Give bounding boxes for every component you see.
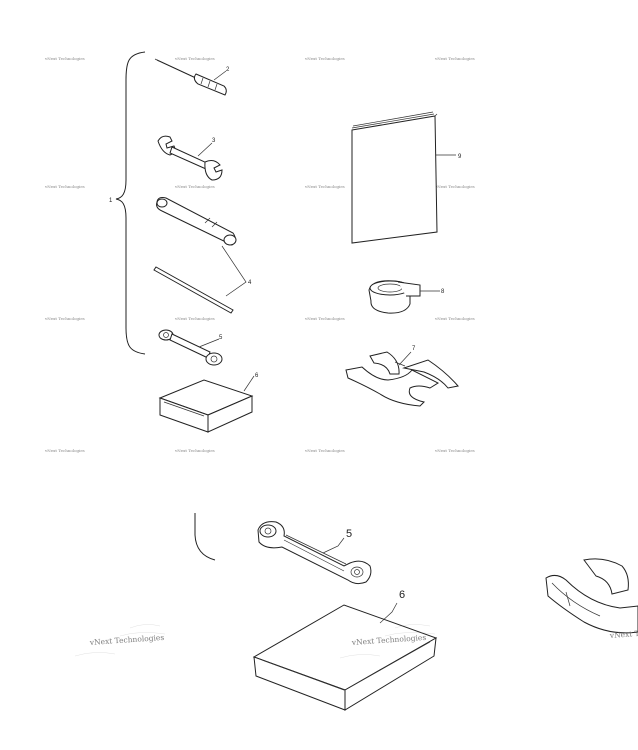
screwdriver [154,58,227,96]
watermark: vNext Technologies [434,316,475,321]
leader-5 [198,338,220,348]
group-brace [115,51,146,355]
callout-4: 4 [248,280,252,286]
watermark: vNext Technologies [434,56,475,61]
watermark: vNext Technologies [304,184,345,189]
zoom-leader-5 [322,537,345,554]
watermark-row-1: vNext Technologies vNext Technologies vN… [44,56,475,61]
watermark-row-4: vNext Technologies vNext Technologies vN… [44,448,475,453]
callout-9: 9 [458,154,462,160]
leader-3 [197,142,213,157]
watermark: vNext Technologies [44,316,85,321]
zoom-leader-6 [379,602,398,624]
callout-6: 6 [255,373,259,379]
watermark: vNext Technologies [174,56,215,61]
watermark-row-2: vNext Technologies vNext Technologies vN… [44,184,475,189]
watermark: vNext Technologies [89,633,165,647]
zoom-callout-5: 5 [346,528,352,540]
callout-3: 3 [212,138,216,144]
zoom-fork-spanner [545,558,638,634]
box-wrench-small [158,329,223,366]
zoom-callout-6: 6 [399,589,405,601]
watermark-noise [74,624,436,659]
watermark: vNext Technologies [304,316,345,321]
watermark: vNext Technologies [174,448,215,453]
fork-spanner [345,351,459,407]
watermark: vNext Technologies [434,448,475,453]
leader-6 [243,375,255,392]
owners-manual [351,111,438,244]
callout-8: 8 [441,289,445,295]
open-end-wrench [157,135,223,181]
watermark: vNext Technologies [174,316,215,321]
tommy-bar [153,266,234,314]
callout-5: 5 [219,335,223,341]
leader-4 [221,245,247,297]
tube-wrench [156,197,237,246]
callout-7: 7 [412,346,416,352]
watermark: vNext Technologies [434,184,475,189]
watermark: vNext Technologies [44,448,85,453]
tool-pouch [158,379,254,433]
callout-1: 1 [109,198,113,204]
tape-roll [368,280,421,314]
watermark: vNext Technologies [304,56,345,61]
watermark-row-3: vNext Technologies vNext Technologies vN… [44,316,475,321]
watermark: vNext Technologies [304,448,345,453]
watermark: vNext Technologies [174,184,215,189]
zoom-box-wrench [257,521,372,585]
watermark: vNext Technologies [44,184,85,189]
watermark: vNext Technologies [44,56,85,61]
leader-7 [398,351,412,366]
leader-2 [213,70,227,81]
zoom-brace-tail [194,513,216,561]
callout-2: 2 [226,67,230,73]
zoom-tool-pouch [252,604,438,711]
